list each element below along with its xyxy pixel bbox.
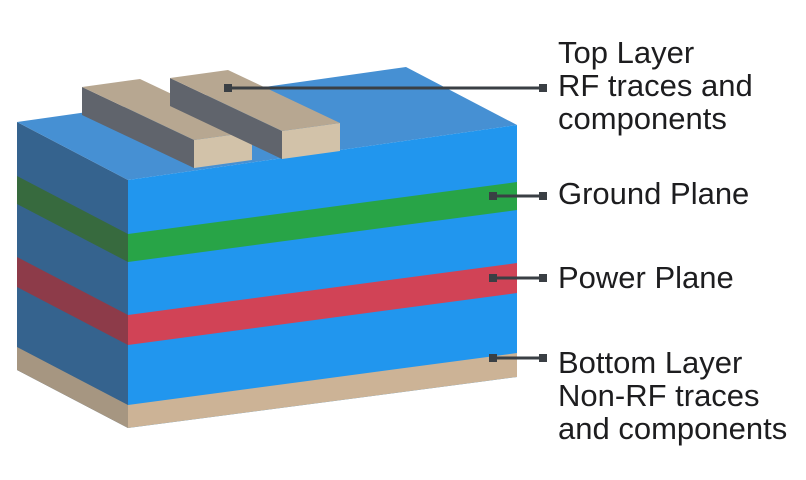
label-line: and components bbox=[558, 411, 788, 446]
leader-power-plane bbox=[489, 274, 547, 282]
label-power-plane: Power Plane bbox=[558, 261, 734, 294]
label-line: RF traces and bbox=[558, 68, 753, 103]
leader-top-layer-end-dot bbox=[539, 84, 547, 92]
label-line: Bottom Layer bbox=[558, 345, 743, 380]
leader-bottom-layer bbox=[489, 354, 547, 362]
power-plane-side-stripe bbox=[17, 257, 128, 345]
rf-trace-1-end-face bbox=[194, 132, 252, 168]
label-line: components bbox=[558, 101, 727, 136]
label-top-layer: Top Layer RF traces and components bbox=[558, 36, 753, 135]
label-line: Ground Plane bbox=[558, 176, 750, 211]
leader-top-layer bbox=[224, 84, 547, 92]
rf-trace-1-top-face bbox=[82, 79, 252, 140]
rf-trace-2-top-face bbox=[170, 70, 340, 131]
label-bottom-layer: Bottom Layer Non-RF traces and component… bbox=[558, 346, 787, 445]
leader-bottom-layer-end-dot bbox=[539, 354, 547, 362]
rf-trace-1-shadow-face bbox=[82, 87, 194, 168]
leader-bottom-layer-start-dot bbox=[489, 354, 497, 362]
leader-ground-plane bbox=[489, 192, 547, 200]
bottom-layer-side-stripe bbox=[17, 347, 128, 428]
ground-plane-front-stripe bbox=[128, 182, 517, 262]
bottom-layer-front-stripe bbox=[128, 353, 517, 428]
label-ground-plane: Ground Plane bbox=[558, 177, 749, 210]
label-line: Power Plane bbox=[558, 260, 734, 295]
leader-top-layer-start-dot bbox=[224, 84, 232, 92]
leader-ground-plane-end-dot bbox=[539, 192, 547, 200]
leader-power-plane-end-dot bbox=[539, 274, 547, 282]
label-line: Top Layer bbox=[558, 35, 695, 70]
rf-trace-2-end-face bbox=[282, 123, 340, 159]
label-line: Non-RF traces bbox=[558, 378, 760, 413]
power-plane-front-stripe bbox=[128, 263, 517, 345]
leader-ground-plane-start-dot bbox=[489, 192, 497, 200]
leader-power-plane-start-dot bbox=[489, 274, 497, 282]
rf-trace-2-shadow-face bbox=[170, 78, 282, 159]
ground-plane-side-stripe bbox=[17, 176, 128, 262]
